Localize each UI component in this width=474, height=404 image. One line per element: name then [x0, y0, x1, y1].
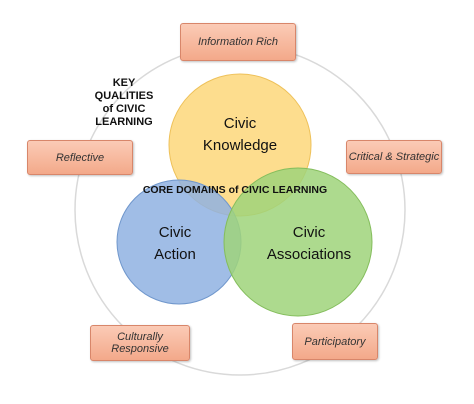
domain-label-action-line-1: Civic: [158, 224, 192, 241]
quality-box-critical-strategic: Critical & Strategic: [346, 140, 442, 174]
domain-label-knowledge-line-2: Knowledge: [202, 137, 278, 154]
domain-label-action-line-2: Action: [154, 246, 196, 263]
quality-box-participatory: Participatory: [292, 323, 378, 360]
domain-label-associations: Civic Associations: [256, 222, 362, 266]
core-domains-title: CORE DOMAINS of CIVIC LEARNING: [142, 184, 328, 196]
key-qualities-title: KEY QUALITIES of CIVIC LEARNING: [82, 77, 166, 129]
quality-box-reflective: Reflective: [27, 140, 133, 175]
domain-label-action: Civic Action: [130, 222, 220, 266]
domain-label-associations-line-2: Associations: [266, 246, 352, 263]
domain-label-knowledge: Civic Knowledge: [190, 113, 290, 157]
domain-circle-associations: [223, 167, 373, 317]
key-qualities-title-line-2: of CIVIC: [102, 103, 146, 115]
quality-box-information-rich: Information Rich: [180, 23, 296, 61]
domain-label-associations-line-1: Civic: [292, 224, 326, 241]
domain-label-knowledge-line-1: Civic: [223, 115, 257, 132]
key-qualities-title-line-1: KEY QUALITIES: [94, 77, 154, 102]
quality-box-culturally-responsive: Culturally Responsive: [90, 325, 190, 361]
key-qualities-title-line-3: LEARNING: [95, 116, 153, 128]
